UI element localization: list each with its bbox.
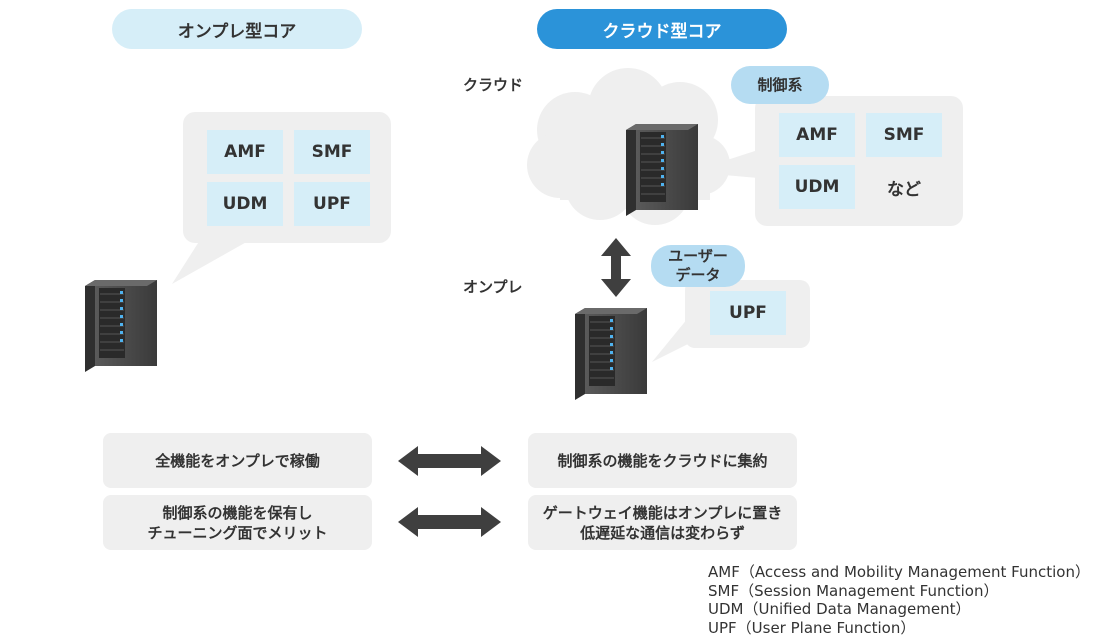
vertical-double-arrow-icon	[601, 238, 631, 297]
legend-item: SMF（Session Management Function）	[708, 581, 999, 600]
onprem-label: オンプレ	[463, 278, 523, 296]
comparison-box-cloud-gateway: ゲートウェイ機能はオンプレに置き 低遅延な通信は変わらず	[528, 495, 797, 550]
comparison-text-line2: 低遅延な通信は変わらず	[580, 523, 745, 542]
legend-item: UDM（Unified Data Management）	[708, 600, 971, 618]
comparison-box-onprem-tuning: 制御系の機能を保有し チューニング面でメリット	[103, 495, 372, 550]
legend-item: UPF（User Plane Function）	[708, 618, 916, 637]
user-cell-upf: UPF	[710, 291, 786, 335]
comparison-text-line2: チューニング面でメリット	[147, 523, 328, 542]
horizontal-double-arrow-icon	[398, 446, 501, 476]
function-cell-udm: UDM	[207, 182, 283, 226]
function-cell-upf: UPF	[294, 182, 370, 226]
comparison-text-line1: ゲートウェイ機能はオンプレに置き	[542, 503, 783, 522]
comparison-text-line1: 制御系の機能を保有し	[162, 503, 313, 522]
onprem-server-icon	[84, 279, 158, 373]
comparison-text: 全機能をオンプレで稼働	[155, 451, 320, 470]
cloud-core-header: クラウド型コア	[537, 9, 787, 49]
user-data-tag-line1: ユーザー	[668, 247, 728, 265]
control-cell-udm: UDM	[779, 165, 855, 209]
control-cell-amf: AMF	[779, 113, 855, 157]
control-cell-smf: SMF	[866, 113, 942, 157]
control-plane-tag: 制御系	[731, 66, 829, 104]
cloud-server-icon	[625, 123, 699, 217]
control-plane-tag-text: 制御系	[757, 75, 803, 94]
cloud-label: クラウド	[463, 76, 524, 94]
function-cell-smf: SMF	[294, 130, 370, 174]
comparison-box-onprem-all: 全機能をオンプレで稼働	[103, 433, 372, 488]
edge-server-icon	[574, 307, 648, 401]
comparison-text: 制御系の機能をクラウドに集約	[557, 451, 768, 470]
legend-item: AMF（Access and Mobility Management Funct…	[708, 563, 1090, 581]
control-cell-etc: など	[887, 179, 921, 200]
user-data-tag: ユーザー データ	[651, 245, 745, 287]
function-cell-amf: AMF	[207, 130, 283, 174]
comparison-box-cloud-control: 制御系の機能をクラウドに集約	[528, 433, 797, 488]
onprem-core-header: オンプレ型コア	[112, 9, 362, 49]
horizontal-double-arrow-icon	[398, 507, 501, 537]
abbreviation-legend: AMF（Access and Mobility Management Funct…	[708, 563, 1090, 637]
user-data-tag-line2: データ	[675, 266, 721, 284]
